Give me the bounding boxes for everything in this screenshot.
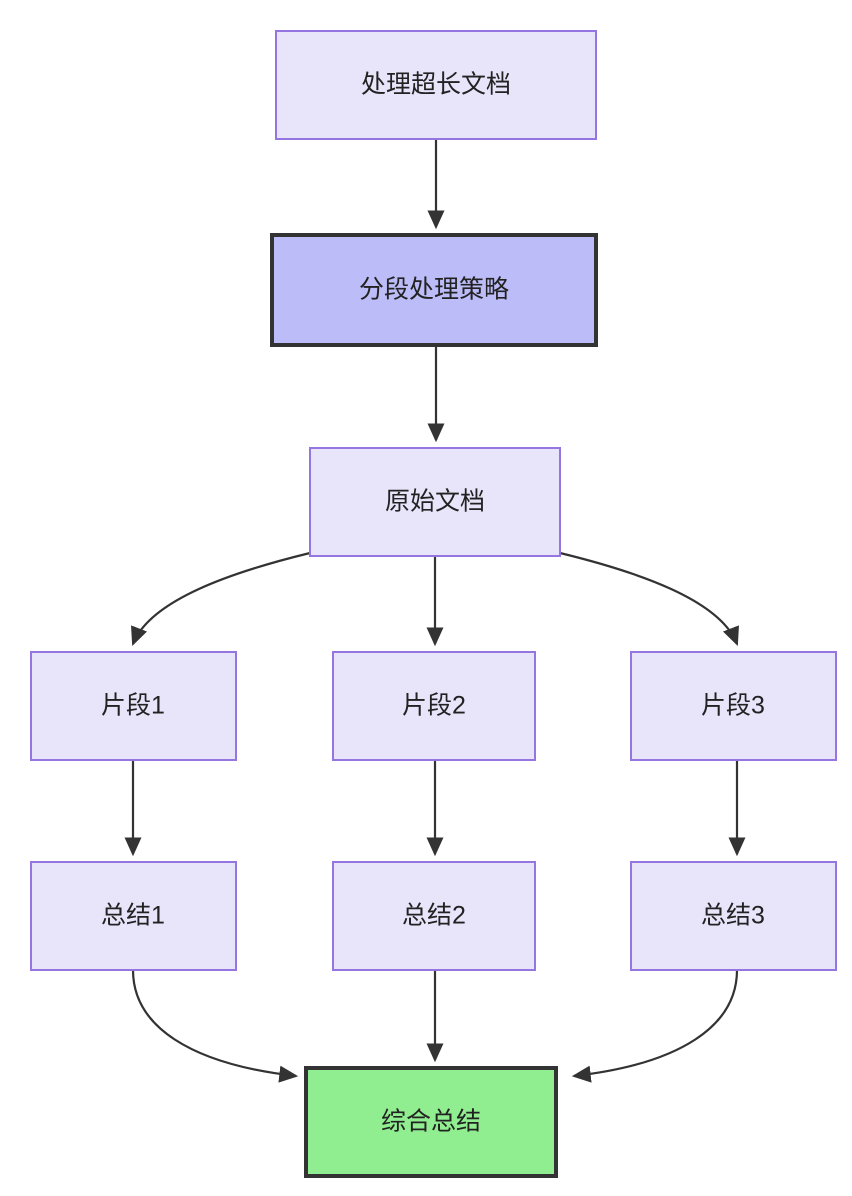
edge-n9-n10 — [571, 969, 739, 1083]
edge-n7-n10 — [131, 969, 299, 1083]
node-summary-3[interactable]: 总结3 — [630, 861, 837, 971]
edge-n3-n6 — [559, 551, 739, 647]
node-fragment-2[interactable]: 片段2 — [332, 651, 536, 761]
node-original-document[interactable]: 原始文档 — [309, 447, 561, 557]
edge-layer — [124, 139, 746, 1083]
edge-n3-n4 — [131, 551, 311, 647]
node-process-long-document[interactable]: 处理超长文档 — [275, 30, 597, 140]
node-fragment-1[interactable]: 片段1 — [30, 651, 237, 761]
node-comprehensive-summary[interactable]: 综合总结 — [304, 1066, 558, 1178]
node-layer: 处理超长文档 分段处理策略 原始文档 片段1 片段2 片段3 — [30, 30, 837, 1178]
node-summary-1[interactable]: 总结1 — [30, 861, 237, 971]
node-summary-2[interactable]: 总结2 — [332, 861, 536, 971]
node-chunking-strategy[interactable]: 分段处理策略 — [270, 233, 598, 347]
node-fragment-3[interactable]: 片段3 — [630, 651, 837, 761]
